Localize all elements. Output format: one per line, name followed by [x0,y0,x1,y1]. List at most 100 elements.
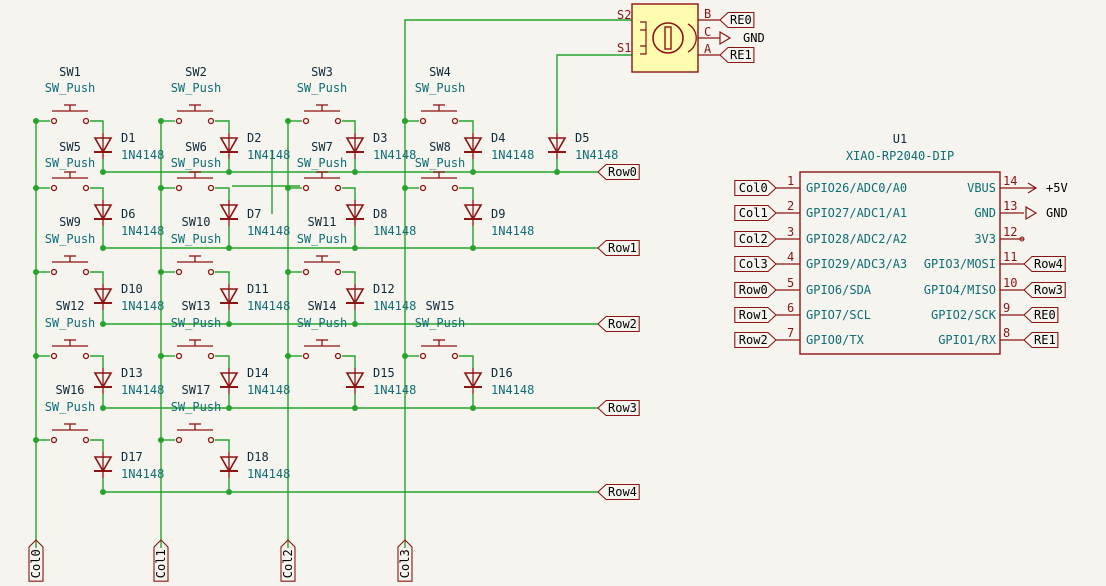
net-label-box [734,204,777,222]
switch-contact [207,268,215,276]
switch-contact [82,268,90,276]
net-label-row4: Row4 [608,485,637,499]
switch-ref-6: SW7 [311,140,333,154]
switch-value-3: SW_Push [415,81,466,95]
switch-value-0: SW_Push [45,81,96,95]
mcu-pin-name-left: GPIO27/ADC1/A1 [806,206,907,220]
diode-ref-4: D5 [575,131,589,145]
switch-contact [175,436,183,444]
junction-dot [402,353,408,359]
diode-ref-7: D8 [373,207,387,221]
switch-value-13: SW_Push [297,316,348,330]
diode-symbol [93,200,113,226]
diode-symbol [345,284,365,310]
diode-value-17: 1N4148 [247,467,290,481]
diode-ref-16: D17 [121,450,143,464]
net-label-row3: Row3 [608,401,637,415]
net-label-row2: Row2 [608,317,637,331]
net-label-box [734,179,777,197]
diode-triangle [219,372,239,389]
push-switch-symbol [50,171,90,192]
mcu-pin-name-right: 3V3 [974,232,996,246]
diode-ref-11: D12 [373,282,395,296]
net-label-box [280,539,296,582]
encoder-pin-c-label: C [704,25,711,39]
net-label-mcu-right: Row3 [1034,283,1063,297]
net-label-box [597,399,640,417]
switch-contact [302,268,310,276]
diode-symbol [463,200,483,226]
component-layer [28,3,1066,582]
power-5v-label: +5V [1046,181,1068,195]
net-label-box [597,483,640,501]
switch-ref-11: SW12 [56,299,85,313]
diode-triangle [345,372,365,389]
diode-symbol [345,368,365,394]
net-label-mcu-left: Col2 [739,232,768,246]
switch-contact [175,352,183,360]
mcu-pin-name-left: GPIO0/TX [806,333,865,347]
switch-contact [50,268,58,276]
mcu-body [799,171,1001,355]
net-label-mcu-right: RE0 [1034,308,1056,322]
switch-value-14: SW_Push [415,316,466,330]
mcu-pin-name-left: GPIO6/SDA [806,283,872,297]
junction-dot [285,353,291,359]
junction-dot [285,269,291,275]
diode-triangle [219,204,239,221]
push-switch-symbol [50,255,90,276]
net-label-mcu-left: Col3 [739,257,768,271]
diode-ref-13: D14 [247,366,269,380]
no-connect-marker [1019,236,1025,242]
mcu-pin-name-left: GPIO7/SCL [806,308,871,322]
encoder-pin-b-label: B [704,7,711,21]
wire-layer [33,19,632,548]
diode-value-11: 1N4148 [373,299,416,313]
diode-value-3: 1N4148 [491,148,534,162]
junction-dot [158,118,164,124]
push-switch-symbol [50,339,90,360]
push-switch-symbol [50,423,90,444]
switch-ref-12: SW13 [182,299,211,313]
mcu-pin-num-left: 5 [787,276,794,290]
push-switch-symbol [175,171,215,192]
diode-ref-1: D2 [247,131,261,145]
mcu-pin-name-right: GPIO2/SCK [931,308,997,322]
switch-value-1: SW_Push [171,81,222,95]
diode-symbol [345,133,365,159]
net-label-box [734,281,777,299]
diode-ref-3: D4 [491,131,505,145]
wire [215,187,230,200]
mcu-pin-num-left: 2 [787,199,794,213]
switch-contact [207,117,215,125]
switch-contact [82,436,90,444]
switch-value-2: SW_Push [297,81,348,95]
junction-dot [158,269,164,275]
switch-ref-7: SW8 [429,140,451,154]
switch-value-15: SW_Push [45,400,96,414]
switch-contact [451,184,459,192]
diode-ref-6: D7 [247,207,261,221]
mcu-pin-name-right: GPIO3/MOSI [924,257,996,271]
junction-dot [33,185,39,191]
mcu-pin-name-right: GPIO1/RX [938,333,997,347]
switch-value-7: SW_Push [415,156,466,170]
diode-value-0: 1N4148 [121,148,164,162]
net-label-box [734,255,777,273]
switch-contact [451,117,459,125]
diode-triangle [345,288,365,305]
net-label-re1-encoder: RE1 [730,48,752,62]
switch-ref-5: SW6 [185,140,207,154]
diode-symbol [93,284,113,310]
junction-dot [158,353,164,359]
junction-dot [402,118,408,124]
switch-contact [50,436,58,444]
mcu-pin-name-left: GPIO28/ADC2/A2 [806,232,907,246]
diode-triangle [219,137,239,154]
wire [215,271,230,284]
net-label-box [734,331,777,349]
diode-symbol [93,133,113,159]
switch-contact [82,352,90,360]
net-label-mcu-left: Row0 [739,283,768,297]
